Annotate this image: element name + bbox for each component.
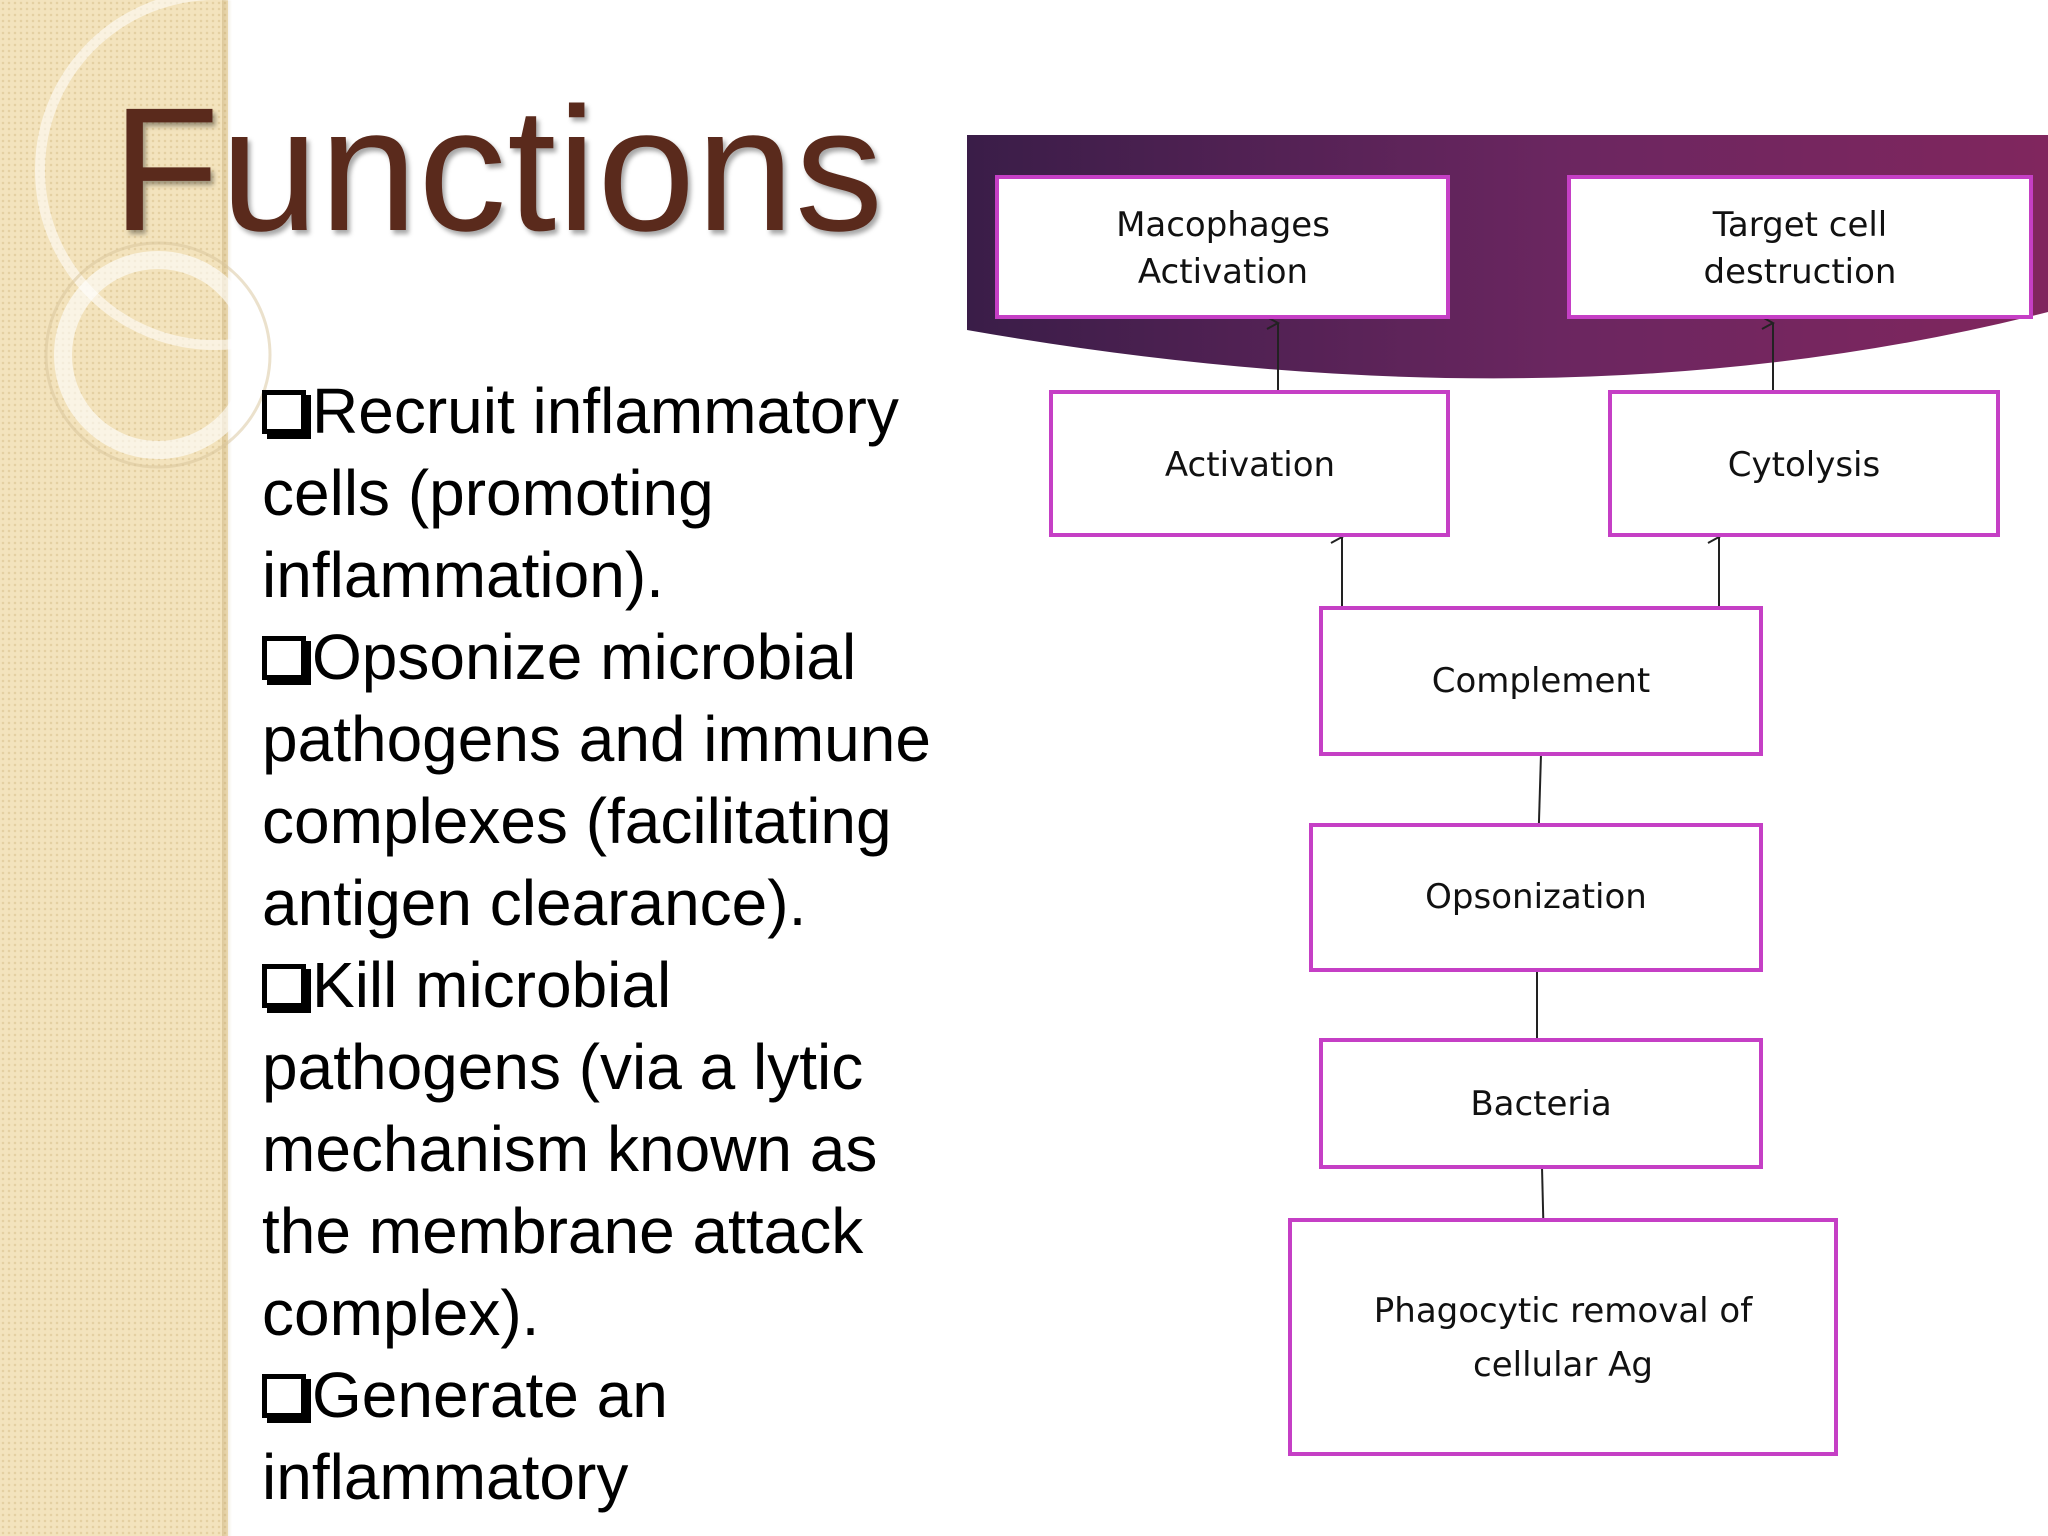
checkbox-bullet-icon: [262, 964, 306, 1008]
node-label-line: cellular Ag: [1473, 1345, 1653, 1385]
bullet-text: Generate an inflammatory: [262, 1359, 668, 1513]
node-target-cell-destruction: Target cell destruction: [1567, 175, 2033, 319]
node-label-line: Activation: [1165, 445, 1335, 485]
node-label-line: Activation: [1138, 252, 1308, 292]
bullet-item: Opsonize microbial pathogens and immune …: [262, 616, 962, 944]
node-label-line: Opsonization: [1425, 877, 1647, 917]
bullet-text: Opsonize microbial pathogens and immune …: [262, 621, 931, 939]
node-label-line: Target cell: [1712, 205, 1888, 245]
bullet-list: Recruit inflammatory cells (promoting in…: [262, 370, 962, 1518]
bullet-item: Recruit inflammatory cells (promoting in…: [262, 370, 962, 616]
bullet-text: Kill microbial pathogens (via a lytic me…: [262, 949, 878, 1349]
bullet-item: Kill microbial pathogens (via a lytic me…: [262, 944, 962, 1354]
complement-function-diagram: Macophages Activation Target cell destru…: [967, 135, 2048, 1456]
page-title: Functions: [112, 72, 885, 268]
node-opsonization: Opsonization: [1309, 823, 1763, 972]
node-activation: Activation: [1049, 390, 1450, 537]
sidebar-texture: [0, 0, 228, 1536]
node-complement: Complement: [1319, 606, 1763, 756]
node-label-line: Bacteria: [1470, 1084, 1611, 1124]
node-label-line: Complement: [1432, 661, 1651, 701]
node-label-line: Cytolysis: [1728, 445, 1880, 485]
node-cytolysis: Cytolysis: [1608, 390, 2000, 537]
node-bacteria: Bacteria: [1319, 1038, 1763, 1169]
bullet-item: Generate an inflammatory: [262, 1354, 962, 1518]
checkbox-bullet-icon: [262, 636, 306, 680]
node-phagocytic-removal: Phagocytic removal of cellular Ag: [1288, 1218, 1838, 1456]
bullet-text: Recruit inflammatory cells (promoting in…: [262, 375, 899, 611]
node-label-line: Macophages: [1116, 205, 1330, 245]
checkbox-bullet-icon: [262, 390, 306, 434]
decorative-rings: [35, 0, 330, 469]
checkbox-bullet-icon: [262, 1374, 306, 1418]
sidebar-edge: [222, 0, 232, 1536]
node-label-line: Phagocytic removal of: [1374, 1291, 1753, 1331]
node-macrophages-activation: Macophages Activation: [995, 175, 1450, 319]
node-label-line: destruction: [1704, 252, 1897, 292]
